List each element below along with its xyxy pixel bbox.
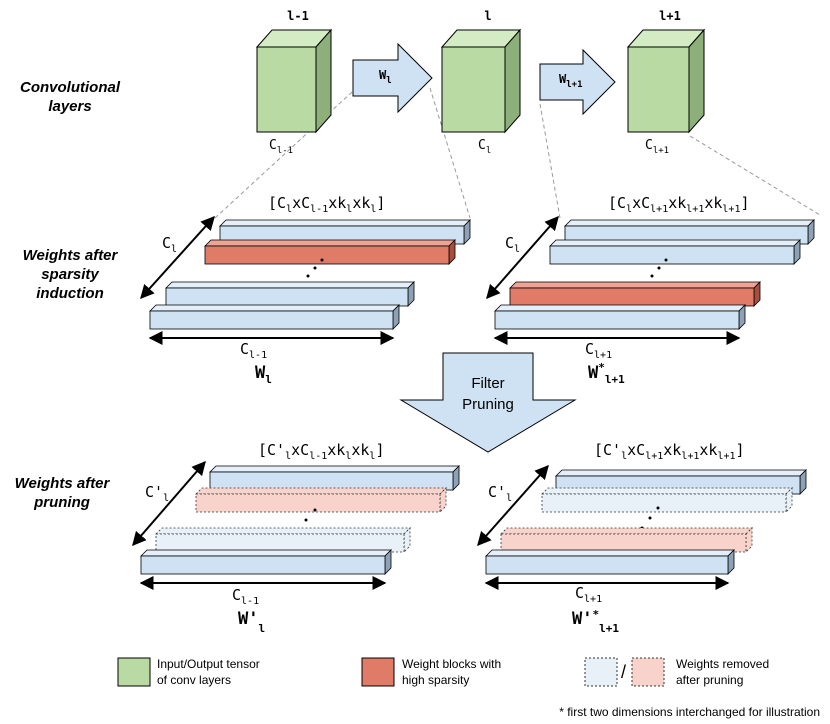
side-label-pruning-right: C'l bbox=[488, 483, 512, 504]
dims-label-sparsity-left: [ClxCl-1xklxkl] bbox=[268, 194, 385, 215]
legend-text-sparse-2: high sparsity bbox=[402, 673, 469, 687]
row-label-sparsity: Weights after sparsity induction bbox=[23, 247, 119, 302]
side-label-pruning-left: C'l bbox=[145, 483, 169, 504]
sparse-weight-bar bbox=[509, 281, 761, 307]
svg-text:pruning: pruning bbox=[33, 494, 90, 511]
weight-matrix-pruning-right bbox=[477, 464, 807, 590]
weight-arrow-l+1: Wl+1 bbox=[539, 48, 616, 116]
weight-matrix-sparsity-left bbox=[140, 215, 471, 345]
ellipsis-dots bbox=[306, 258, 324, 278]
removed-sparse-bar bbox=[500, 527, 753, 553]
svg-text:sparsity: sparsity bbox=[41, 266, 99, 283]
weight-matrix-sparsity-right bbox=[486, 215, 815, 345]
matrix-name-pruning-right: W'*l+1 bbox=[572, 608, 619, 635]
svg-text:Wl+1: Wl+1 bbox=[559, 72, 583, 90]
svg-text:Weights after: Weights after bbox=[23, 247, 119, 264]
legend-swatch-removed-blue bbox=[584, 657, 618, 687]
weight-bar bbox=[549, 239, 801, 265]
row-label-conv: Convolutional layers bbox=[20, 79, 121, 115]
svg-text:Weights after: Weights after bbox=[15, 475, 111, 492]
layer-label-top-l: l bbox=[484, 9, 491, 23]
bottom-label-sparsity-right: Cl+1 bbox=[585, 340, 612, 361]
removed-weight-bar bbox=[541, 487, 793, 513]
side-label-sparsity-left: Cl bbox=[162, 234, 177, 255]
legend-swatch-sparse bbox=[361, 657, 395, 687]
weight-bar bbox=[140, 549, 392, 575]
svg-text:Filter: Filter bbox=[471, 375, 504, 392]
dims-label-sparsity-right: [ClxCl+1xkl+1xkl+1] bbox=[608, 194, 750, 215]
svg-text:induction: induction bbox=[36, 285, 104, 302]
legend-swatch-removed-red bbox=[631, 657, 665, 687]
dims-label-pruning-left: [C'lxCl-1xklxkl] bbox=[258, 441, 384, 462]
removed-sparse-bar bbox=[195, 487, 447, 513]
weight-bar bbox=[564, 219, 815, 245]
weight-bar bbox=[494, 304, 746, 330]
weight-bar bbox=[165, 281, 415, 307]
tensor-cube-l+1 bbox=[626, 28, 706, 134]
filter-pruning-arrow: Filter Pruning bbox=[399, 352, 577, 453]
matrix-name-pruning-left: W'l bbox=[238, 609, 265, 635]
layer-label-top-l-1: l-1 bbox=[287, 9, 309, 23]
bottom-label-pruning-right: Cl+1 bbox=[575, 584, 602, 605]
channel-label-l+1: Cl+1 bbox=[645, 138, 669, 156]
side-label-sparsity-right: Cl bbox=[505, 234, 520, 255]
removed-weight-bar bbox=[155, 527, 411, 553]
matrix-name-sparsity-left: Wl bbox=[255, 363, 272, 386]
legend-text-removed-1: Weights removed bbox=[676, 657, 769, 671]
layer-label-top-l+1: l+1 bbox=[659, 9, 681, 23]
row-label-pruning: Weights after pruning bbox=[15, 475, 111, 511]
tensor-cube-l bbox=[440, 28, 522, 134]
weight-matrix-pruning-left bbox=[132, 460, 460, 590]
legend-text-sparse-1: Weight blocks with bbox=[402, 657, 501, 671]
legend-swatch-tensor bbox=[117, 657, 151, 687]
channel-label-l: Cl bbox=[478, 138, 491, 156]
ellipsis-dots bbox=[650, 258, 668, 278]
weight-arrow-l: Wl bbox=[352, 42, 433, 114]
legend-text-tensor-1: Input/Output tensor bbox=[157, 657, 260, 671]
legend-text-removed-2: after pruning bbox=[676, 673, 743, 687]
weight-bar bbox=[485, 549, 735, 575]
svg-text:Convolutional: Convolutional bbox=[20, 79, 121, 96]
tensor-cube-l-1 bbox=[255, 28, 333, 134]
svg-text:Wl: Wl bbox=[379, 68, 392, 86]
weight-bar bbox=[149, 304, 400, 330]
legend-slash: / bbox=[621, 662, 626, 682]
sparse-weight-bar bbox=[204, 239, 456, 265]
weight-bar bbox=[209, 465, 460, 491]
svg-text:layers: layers bbox=[48, 98, 91, 115]
dims-label-pruning-right: [C'lxCl+1xkl+1xkl+1] bbox=[594, 441, 745, 462]
bottom-label-sparsity-left: Cl-1 bbox=[240, 340, 267, 361]
bottom-label-pruning-left: Cl-1 bbox=[232, 586, 259, 607]
svg-text:Pruning: Pruning bbox=[462, 396, 514, 413]
legend: Input/Output tensor of conv layers Weigh… bbox=[117, 657, 769, 687]
legend-text-tensor-2: of conv layers bbox=[157, 673, 231, 687]
weight-bar bbox=[219, 219, 471, 245]
channel-label-l-1: Cl-1 bbox=[269, 138, 293, 156]
matrix-name-sparsity-right: W*l+1 bbox=[588, 361, 625, 386]
footnote: * first two dimensions interchanged for … bbox=[559, 705, 820, 719]
